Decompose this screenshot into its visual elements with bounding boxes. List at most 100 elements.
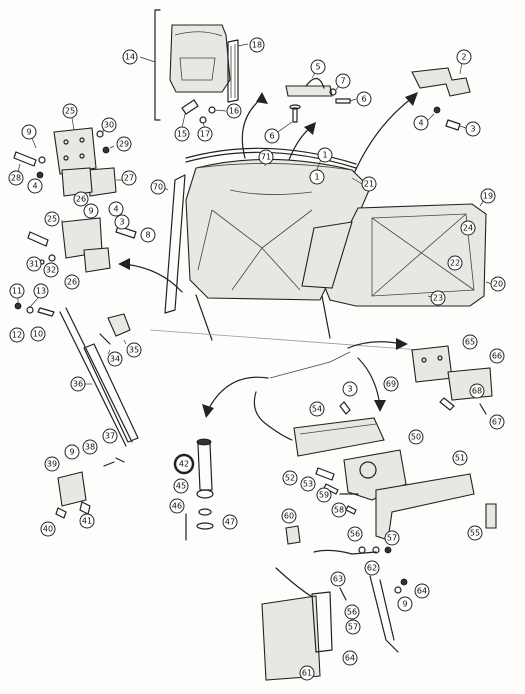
callout-3: 3 xyxy=(465,121,481,137)
latch-arrow-right xyxy=(347,338,408,412)
callout-label: 6 xyxy=(269,132,274,141)
callout-label: 66 xyxy=(492,352,502,361)
callout-circle xyxy=(116,136,132,152)
callout-69: 69 xyxy=(383,376,399,392)
callout-label: 46 xyxy=(172,502,182,511)
callout-circle xyxy=(102,428,118,444)
callout-label: 54 xyxy=(312,405,322,414)
callout-10: 10 xyxy=(30,326,46,342)
callout-circle xyxy=(309,401,325,417)
nut-part-4-left xyxy=(36,171,44,179)
callout-label: 63 xyxy=(333,575,343,584)
callout-9: 9 xyxy=(397,596,413,612)
callout-26: 26 xyxy=(64,274,80,290)
screw-part-34 xyxy=(99,333,111,355)
callout-5: 5 xyxy=(310,59,326,75)
callout-60: 60 xyxy=(281,508,297,524)
bolt-part-3-latch xyxy=(339,401,351,415)
callout-54: 54 xyxy=(309,401,325,417)
callout-label: 45 xyxy=(176,482,186,491)
callout-label: 7 xyxy=(340,77,345,86)
callout-14: 14 xyxy=(122,49,138,65)
callout-circle xyxy=(62,103,78,119)
callout-label: 8 xyxy=(145,231,150,240)
callout-circle xyxy=(310,59,326,75)
latch-plate-part-54 xyxy=(293,417,385,457)
callout-35: 35 xyxy=(126,342,142,358)
bolt-part-6-left xyxy=(277,104,301,133)
washer-part-16 xyxy=(208,106,227,114)
callout-57: 57 xyxy=(345,619,361,635)
nut-part-4 xyxy=(427,106,441,121)
bushing-part-56-57 xyxy=(358,546,392,554)
bolt-part-41 xyxy=(79,501,91,515)
callout-3: 3 xyxy=(342,381,358,397)
callout-label: 64 xyxy=(417,587,427,596)
callout-label: 17 xyxy=(200,130,210,139)
callout-circle xyxy=(174,126,190,142)
callout-4: 4 xyxy=(108,201,124,217)
callout-label: 71 xyxy=(261,153,271,162)
callout-label: 47 xyxy=(225,518,235,527)
callout-label: 70 xyxy=(153,183,163,192)
callout-circle xyxy=(64,274,80,290)
callout-11: 11 xyxy=(9,283,25,299)
callout-circle xyxy=(264,128,280,144)
callout-circle xyxy=(108,201,124,217)
callout-label: 28 xyxy=(11,174,21,183)
callout-1: 1 xyxy=(317,147,333,163)
callout-circle xyxy=(309,169,325,185)
callout-circle xyxy=(21,124,37,140)
bolt-part-52 xyxy=(315,467,335,481)
callout-circle xyxy=(282,470,298,486)
callout-label: 38 xyxy=(85,443,95,452)
callout-62: 62 xyxy=(364,560,380,576)
callout-circle xyxy=(480,188,496,204)
callout-63: 63 xyxy=(330,571,346,587)
callout-circle xyxy=(197,126,213,142)
callout-6: 6 xyxy=(264,128,280,144)
callout-circle xyxy=(122,49,138,65)
bolt-part-8 xyxy=(115,225,137,239)
callout-label: 27 xyxy=(124,174,134,183)
callout-label: 59 xyxy=(319,491,329,500)
callout-label: 50 xyxy=(411,433,421,442)
callout-label: 3 xyxy=(347,385,352,394)
callout-56: 56 xyxy=(344,604,360,620)
callout-circle xyxy=(462,334,478,350)
screw-part-17 xyxy=(199,116,207,129)
callout-circle xyxy=(114,214,130,230)
screw-part-38-37 xyxy=(103,457,125,467)
callout-6: 6 xyxy=(356,91,372,107)
bolt-part-40 xyxy=(55,507,67,519)
screw-part-67 xyxy=(479,403,487,415)
callout-circle xyxy=(8,170,24,186)
callout-label: 13 xyxy=(36,287,46,296)
callout-9: 9 xyxy=(64,444,80,460)
callout-circle xyxy=(460,220,476,236)
callout-circle xyxy=(347,526,363,542)
callout-circle xyxy=(299,665,315,681)
callout-66: 66 xyxy=(489,348,505,364)
callout-circle xyxy=(345,619,361,635)
callout-4: 4 xyxy=(413,115,429,131)
callout-circle xyxy=(361,176,377,192)
callout-7: 7 xyxy=(335,73,351,89)
cable-lower xyxy=(275,549,377,599)
callout-circle xyxy=(40,521,56,537)
callout-56: 56 xyxy=(347,526,363,542)
callout-label: 40 xyxy=(43,525,53,534)
callout-label: 53 xyxy=(303,480,313,489)
clip-part-60 xyxy=(285,525,301,545)
hood-corner-panel xyxy=(169,24,231,93)
callout-9: 9 xyxy=(21,124,37,140)
callout-71: 71 xyxy=(258,149,274,165)
callout-label: 4 xyxy=(32,182,37,191)
callout-label: 36 xyxy=(73,380,83,389)
callout-2: 2 xyxy=(456,49,472,65)
callout-68: 68 xyxy=(469,383,485,399)
release-lever-part-62 xyxy=(369,575,399,653)
callout-circle xyxy=(173,453,195,475)
callout-circle xyxy=(249,37,265,53)
